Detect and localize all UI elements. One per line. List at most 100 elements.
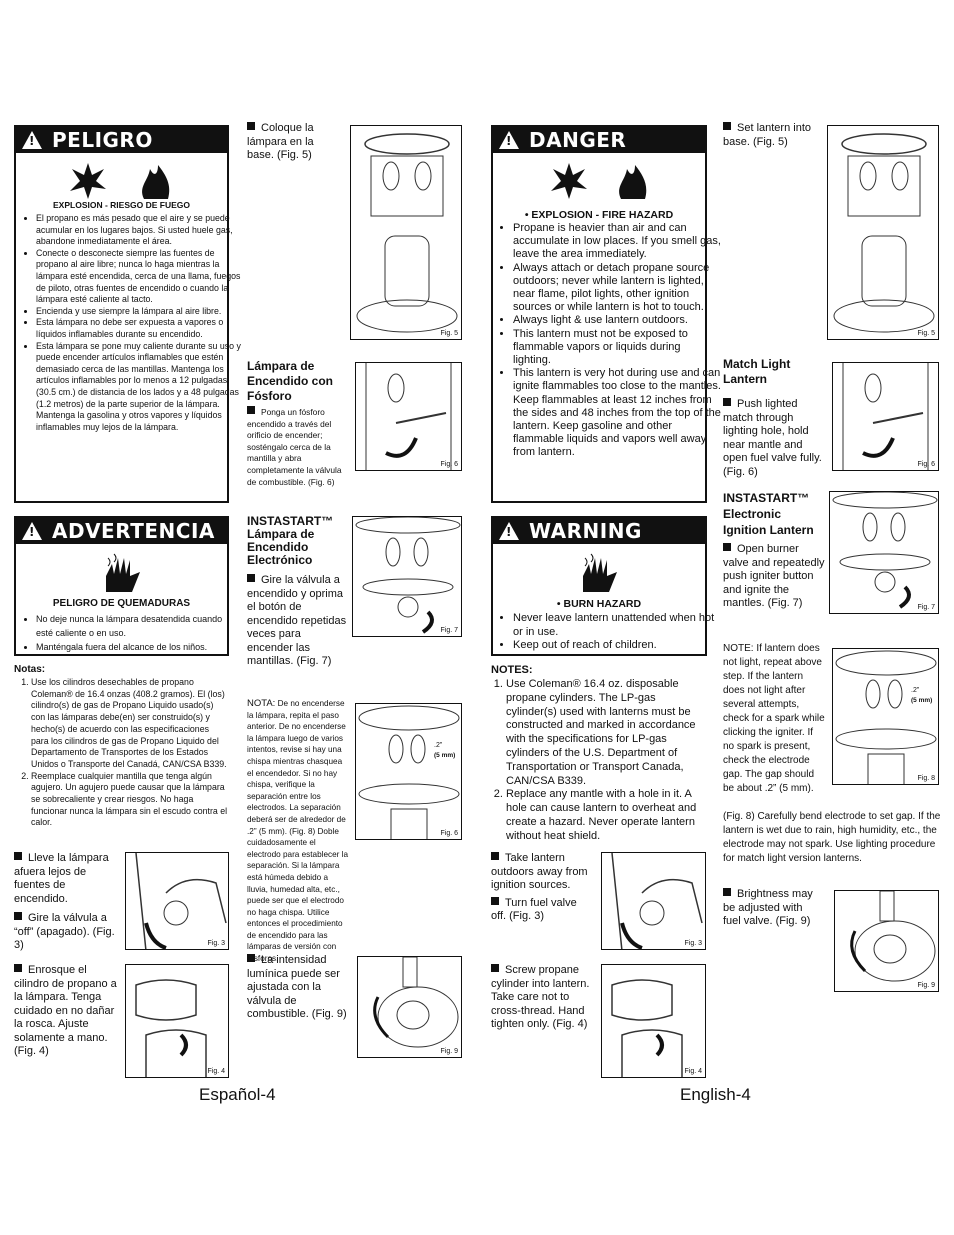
en-insta-title: INSTASTART™ Electronic Ignition Lantern: [723, 491, 814, 537]
figure-label: Fig. 9: [440, 1048, 458, 1055]
square-bullet-icon: [14, 964, 22, 972]
list-item: Conecte o desconecte siempre las fuentes…: [36, 248, 241, 306]
es-bright-text: La intensidad lumínica puede ser ajustad…: [247, 954, 347, 1020]
es-insta-title: INSTASTART™ Lámpara de Encendido Electró…: [247, 514, 334, 567]
warning-header: ! WARNING: [493, 518, 705, 544]
en-note: NOTE: If lantern does not light, repeat …: [723, 643, 825, 794]
explosion-icon: [70, 163, 106, 199]
list-item: Reemplace cualquier mantilla que tenga a…: [31, 771, 229, 830]
en-match-title: Match Light Lantern: [723, 357, 791, 386]
list-item: Always attach or detach propane source o…: [513, 262, 721, 315]
figure-8: .2” (5 mm) Fig. 6: [355, 703, 462, 840]
list-item: Keep out of reach of children.: [513, 639, 721, 653]
figure-label: Fig. 6: [917, 461, 935, 468]
figure-label: Fig. 5: [917, 330, 935, 337]
advertencia-title: ADVERTENCIA: [52, 519, 215, 543]
figure-label: Fig. 8: [917, 775, 935, 782]
list-item: Never leave lantern unattended when hot …: [513, 612, 721, 639]
warning-list: Never leave lantern unattended when hot …: [495, 612, 721, 653]
en-note-cont: (Fig. 8) Carefully bend electrode to set…: [723, 811, 941, 864]
figure-8: .2” (5 mm) Fig. 8: [832, 648, 939, 785]
warning-triangle-icon: !: [499, 522, 519, 540]
square-bullet-icon: [14, 912, 22, 920]
es-match-text: Ponga un fósforo encendido a través del …: [247, 406, 342, 487]
warning-title: WARNING: [529, 519, 642, 543]
hazard-title: • EXPLOSION - FIRE HAZARD: [524, 209, 674, 221]
nota-label: NOTA:: [247, 698, 276, 709]
list-item: Use Coleman® 16.4 oz. disposable propane…: [506, 678, 707, 788]
page-footer-en: English-4: [680, 1085, 751, 1104]
figure-label: Fig. 6: [440, 461, 458, 468]
figure-3: Fig. 3: [125, 852, 229, 950]
figure-9: Fig. 9: [357, 956, 462, 1058]
advertencia-list: No deje nunca la lámpara desatendida cua…: [18, 612, 241, 654]
figure-label: Fig. 4: [207, 1068, 225, 1075]
square-bullet-icon: [491, 852, 499, 860]
figure-label: Fig. 3: [207, 940, 225, 947]
warning-triangle-icon: !: [22, 522, 42, 540]
en-bright-text: Brightness may be adjusted with fuel val…: [723, 888, 813, 927]
figure-label: Fig. 7: [440, 627, 458, 634]
figure-4: Fig. 4: [125, 964, 229, 1078]
list-item: Esta lámpara no debe ser expuesta a vapo…: [36, 317, 241, 340]
figure-label: Fig. 6: [440, 830, 458, 837]
warning-box: ! WARNING • BURN HAZARD Never leave lant…: [491, 516, 714, 656]
square-bullet-icon: [247, 574, 255, 582]
list-item: El propano es más pesado que el aire y s…: [36, 213, 241, 248]
square-bullet-icon: [723, 122, 731, 130]
gap-mm-label: (5 mm): [434, 752, 456, 759]
notas-list: Use los cilindros desechables de propano…: [14, 677, 229, 829]
figure-5: Fig. 5: [350, 125, 462, 340]
list-item: Encienda y use siempre la lámpara al air…: [36, 306, 241, 318]
advertencia-box: ! ADVERTENCIA PELIGRO DE QUEMADURAS No d…: [14, 516, 229, 656]
es-step-base: Coloque la lámpara en la base. (Fig. 5): [247, 122, 314, 161]
danger-list: Propane is heavier than air and can accu…: [495, 222, 721, 460]
notas-section: Notas: Use los cilindros desechables de …: [14, 664, 229, 829]
hazard-title: • BURN HAZARD: [556, 598, 642, 610]
figure-label: Fig. 4: [684, 1068, 702, 1075]
list-item: This lantern must not be exposed to flam…: [513, 328, 721, 368]
figure-label: Fig. 9: [917, 982, 935, 989]
en-step-base: Set lantern into base. (Fig. 5): [723, 122, 811, 148]
peligro-title: PELIGRO: [52, 128, 153, 152]
square-bullet-icon: [247, 122, 255, 130]
square-bullet-icon: [491, 896, 499, 905]
danger-title: DANGER: [529, 128, 627, 152]
square-bullet-icon: [247, 406, 255, 414]
figure-label: Fig. 7: [917, 604, 935, 611]
hazard-title: PELIGRO DE QUEMADURAS: [52, 598, 191, 609]
advertencia-header: ! ADVERTENCIA: [16, 518, 227, 544]
warning-triangle-icon: !: [22, 131, 42, 149]
notas-title: Notas:: [14, 664, 46, 675]
es-nota: NOTA: De no encenderse la lámpara, repit…: [247, 698, 350, 965]
figure-7: Fig. 7: [829, 491, 939, 614]
explosion-icon: [551, 163, 587, 199]
figure-7: Fig. 7: [352, 516, 462, 637]
figure-6: Fig. 6: [832, 362, 939, 471]
es-match-title: Lámpara de Encendido con Fósforo: [247, 359, 334, 403]
figure-5: Fig. 5: [827, 125, 939, 340]
en-match-text: Push lighted match through lighting hole…: [723, 398, 822, 478]
en-insta-text: Open burner valve and repeatedly push ig…: [723, 543, 825, 609]
gap-label: .2”: [434, 742, 443, 749]
en-step-outdoors: Take lantern outdoors away from ignition…: [491, 852, 588, 922]
square-bullet-icon: [723, 888, 731, 896]
danger-header: ! DANGER: [493, 127, 705, 153]
list-item: Propane is heavier than air and can accu…: [513, 222, 721, 262]
square-bullet-icon: [723, 398, 731, 406]
figure-4: Fig. 4: [601, 964, 706, 1078]
nota-text: De no encenderse la lámpara, repita el p…: [247, 699, 349, 964]
peligro-list: El propano es más pesado que el aire y s…: [18, 213, 241, 433]
list-item: Replace any mantle with a hole in it. A …: [506, 788, 707, 843]
list-item: This lantern is very hot during use and …: [513, 367, 721, 459]
notes-section: NOTES: Use Coleman® 16.4 oz. disposable …: [491, 664, 707, 844]
notes-list: Use Coleman® 16.4 oz. disposable propane…: [491, 678, 707, 844]
fire-icon: [619, 165, 647, 199]
square-bullet-icon: [14, 852, 22, 860]
en-step-screw: Screw propane cylinder into lantern. Tak…: [491, 964, 590, 1030]
square-bullet-icon: [491, 964, 499, 972]
warning-triangle-icon: !: [499, 131, 519, 149]
list-item: Always light & use lantern outdoors.: [513, 314, 721, 327]
list-item: Use los cilindros desechables de propano…: [31, 677, 229, 771]
figure-label: Fig. 3: [684, 940, 702, 947]
